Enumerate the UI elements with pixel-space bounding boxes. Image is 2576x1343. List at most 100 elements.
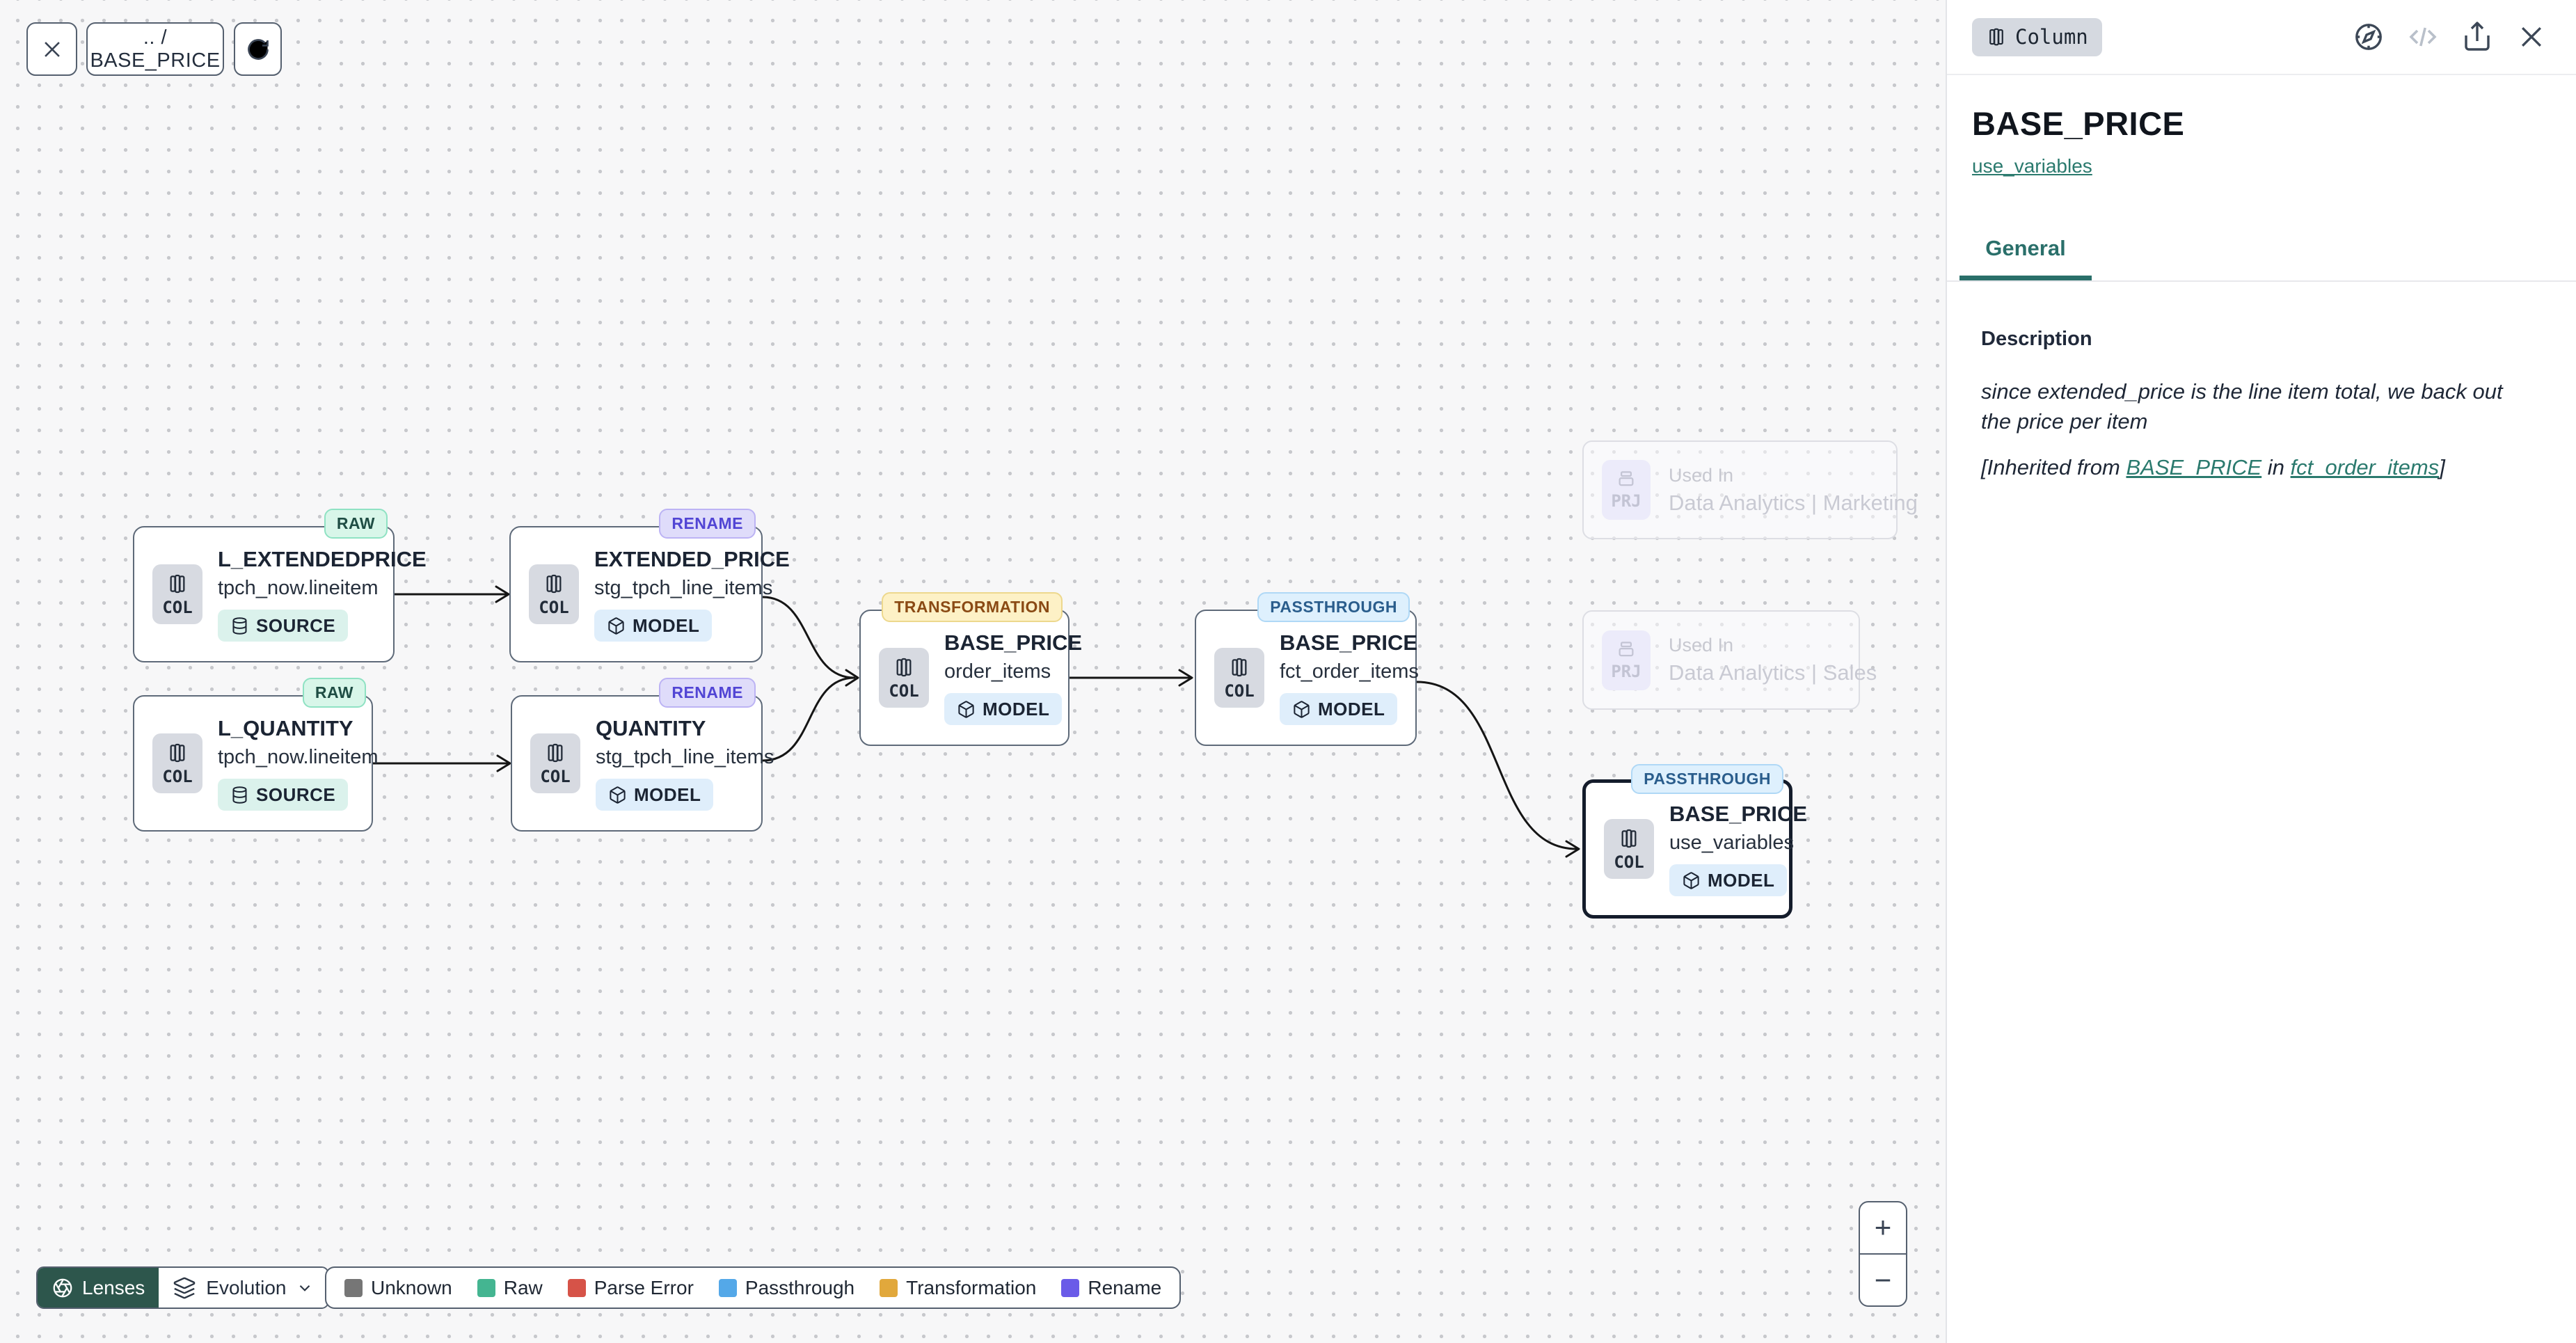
node-base-price-order-items[interactable]: TRANSFORMATION COL BASE_PRICE order_item… [859,592,1082,746]
zoom-divider [1860,1253,1906,1255]
node-title: BASE_PRICE [944,630,1083,655]
legend-swatch [1061,1278,1080,1297]
node-l-quantity[interactable]: RAW COL L_QUANTITY tpch_now.lineitem SOU… [133,678,379,832]
legend-item: Parse Error [567,1277,694,1299]
zoom-in-button[interactable]: + [1860,1202,1906,1253]
used-in-name: Data Analytics | Marketing [1669,490,1918,515]
tab-general[interactable]: General [1985,236,2066,260]
project-chip: PRJ [1602,460,1651,520]
column-chip: COL [1214,648,1264,708]
column-chip: COL [152,564,202,624]
node-title: QUANTITY [596,716,706,740]
used-in-name: Data Analytics | Sales [1669,660,1877,685]
node-quantity[interactable]: RENAME COL QUANTITY stg_tpch_line_items … [511,678,774,832]
legend-swatch [880,1278,898,1297]
node-subtitle: order_items [944,660,1051,683]
model-cube-icon [1683,871,1699,889]
columns-icon [1989,28,2003,46]
lineage-type-badge: RAW [302,678,366,708]
asset-type-chip: MODEL [944,693,1063,725]
view-code-button[interactable] [2406,20,2440,54]
lenses-label: Lenses [82,1276,145,1298]
lens-mode-label: Evolution [206,1276,287,1298]
legend-item: Unknown [344,1277,452,1299]
close-icon [44,41,60,57]
node-base-price-fct-order-items[interactable]: PASSTHROUGH COL BASE_PRICE fct_order_ite… [1195,592,1419,746]
lineage-type-badge: TRANSFORMATION [882,592,1063,622]
node-title: BASE_PRICE [1280,630,1418,655]
layers-icon [174,1277,196,1298]
aperture-icon [53,1278,72,1297]
zoom-out-button[interactable]: − [1860,1255,1906,1305]
model-cube-icon [958,700,974,718]
node-base-price-use-variables[interactable]: PASSTHROUGH COL BASE_PRICE use_variables… [1582,764,1807,919]
legend-item: Raw [477,1277,543,1299]
inherited-note: [Inherited from BASE_PRICE in fct_order_… [1981,454,2445,479]
refresh-icon [247,38,269,60]
model-cube-icon [1294,700,1310,718]
column-chip: COL [529,564,579,624]
columns-icon [546,574,562,593]
panel-header: Column [1947,0,2576,75]
share-button[interactable] [2460,20,2494,54]
breadcrumb-label: .. / BASE_PRICE [90,26,221,72]
description-heading: Description [1981,328,2092,350]
zoom-controls: + − [1859,1201,1907,1307]
model-link[interactable]: use_variables [1972,155,2092,177]
page-title: BASE_PRICE [1972,105,2185,142]
asset-type-chip: MODEL [1669,864,1788,896]
columns-icon [548,743,563,762]
detail-panel: Column BASE_PRICE use_variables General … [1946,0,2576,1343]
lenses-button[interactable]: Lenses [38,1268,159,1308]
database-icon [232,786,247,804]
explore-button[interactable] [2352,20,2385,54]
tab-bar: General [1947,236,2576,280]
node-extended-price[interactable]: RENAME COL EXTENDED_PRICE stg_tpch_line_… [509,509,790,662]
asset-type-chip: MODEL [596,779,714,811]
entity-type-badge: Column [1972,17,2102,56]
node-subtitle: fct_order_items [1280,660,1419,683]
legend-item: Transformation [880,1277,1036,1299]
columns-icon [170,743,185,762]
project-icon [1619,471,1634,486]
close-icon [2521,26,2542,47]
columns-icon [170,574,185,593]
lineage-canvas[interactable]: .. / BASE_PRICE PRJ Used In Data Analyti… [0,0,1946,1343]
inherited-model-link[interactable]: fct_order_items [2290,454,2440,479]
lens-mode-dropdown[interactable]: Evolution [159,1268,328,1308]
node-subtitle: use_variables [1669,832,1794,854]
used-in-label: Used In [1669,464,1734,486]
column-chip: COL [879,648,929,708]
column-chip: COL [1604,819,1654,879]
node-title: L_QUANTITY [218,716,353,740]
lenses-control: Lenses Evolution [36,1266,330,1309]
close-panel-button[interactable] [2515,20,2548,54]
column-chip: COL [152,733,202,793]
legend-item: Passthrough [718,1277,854,1299]
asset-type-chip: SOURCE [218,610,349,642]
columns-icon [896,658,912,676]
asset-type-chip: MODEL [1280,693,1398,725]
close-lineage-button[interactable] [26,22,77,76]
node-title: BASE_PRICE [1669,802,1808,826]
compass-icon [2355,24,2382,50]
node-title: EXTENDED_PRICE [594,547,790,571]
database-icon [232,617,247,635]
legend-item: Rename [1061,1277,1161,1299]
description-section: Description since extended_price is the … [1947,282,2576,480]
asset-type-chip: SOURCE [218,779,349,811]
project-icon [1619,641,1634,656]
refresh-button[interactable] [234,22,282,76]
node-title: L_EXTENDEDPRICE [218,547,427,571]
legend-swatch [344,1278,363,1297]
lineage-type-badge: RENAME [659,509,756,539]
legend-swatch [477,1278,495,1297]
inherited-column-link[interactable]: BASE_PRICE [2126,454,2262,479]
chevron-down-icon [300,1285,310,1292]
node-l-extendedprice[interactable]: RAW COL L_EXTENDEDPRICE tpch_now.lineite… [133,509,427,662]
legend-swatch [567,1278,586,1297]
breadcrumb[interactable]: .. / BASE_PRICE [86,22,224,76]
lineage-type-badge: PASSTHROUGH [1631,764,1783,794]
used-in-label: Used In [1669,635,1734,655]
model-cube-icon [610,786,626,804]
